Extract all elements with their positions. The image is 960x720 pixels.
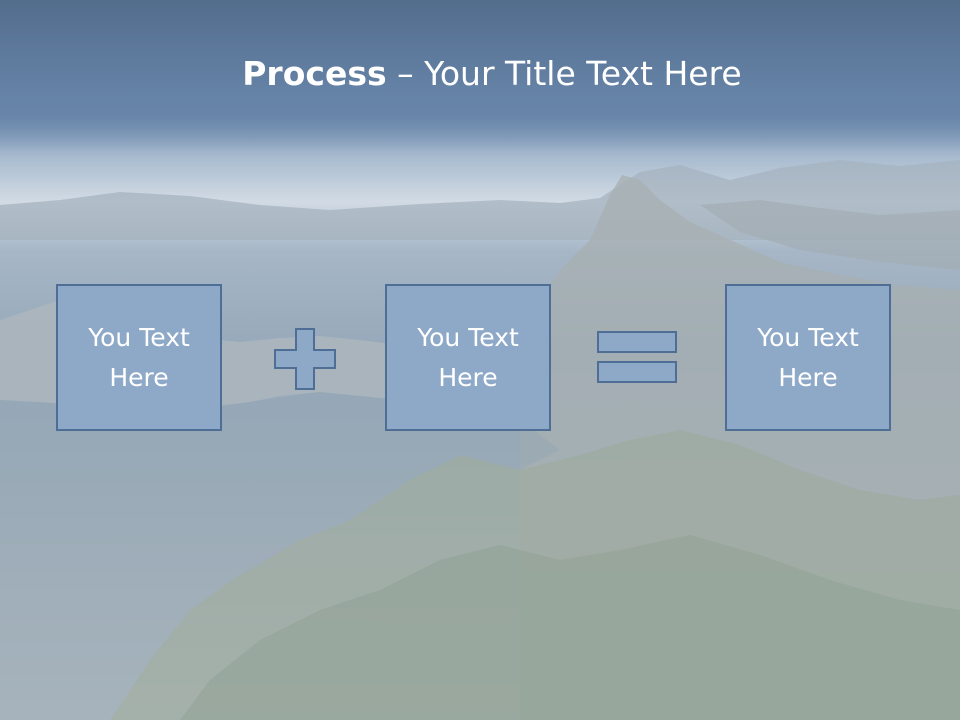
title-bold-text: Process [242,54,387,93]
process-box-1-text: You Text Here [88,322,190,392]
equals-icon [597,331,677,383]
plus-icon [274,328,336,390]
process-box-3[interactable]: You Text Here [725,284,891,431]
process-box-2-text: You Text Here [417,322,519,392]
process-box-1[interactable]: You Text Here [56,284,222,431]
slide-title: Process – Your Title Text Here [0,52,960,96]
title-band [0,0,960,150]
process-box-3-text: You Text Here [757,322,859,392]
process-box-2[interactable]: You Text Here [385,284,551,431]
title-rest-text: – Your Title Text Here [386,54,742,93]
